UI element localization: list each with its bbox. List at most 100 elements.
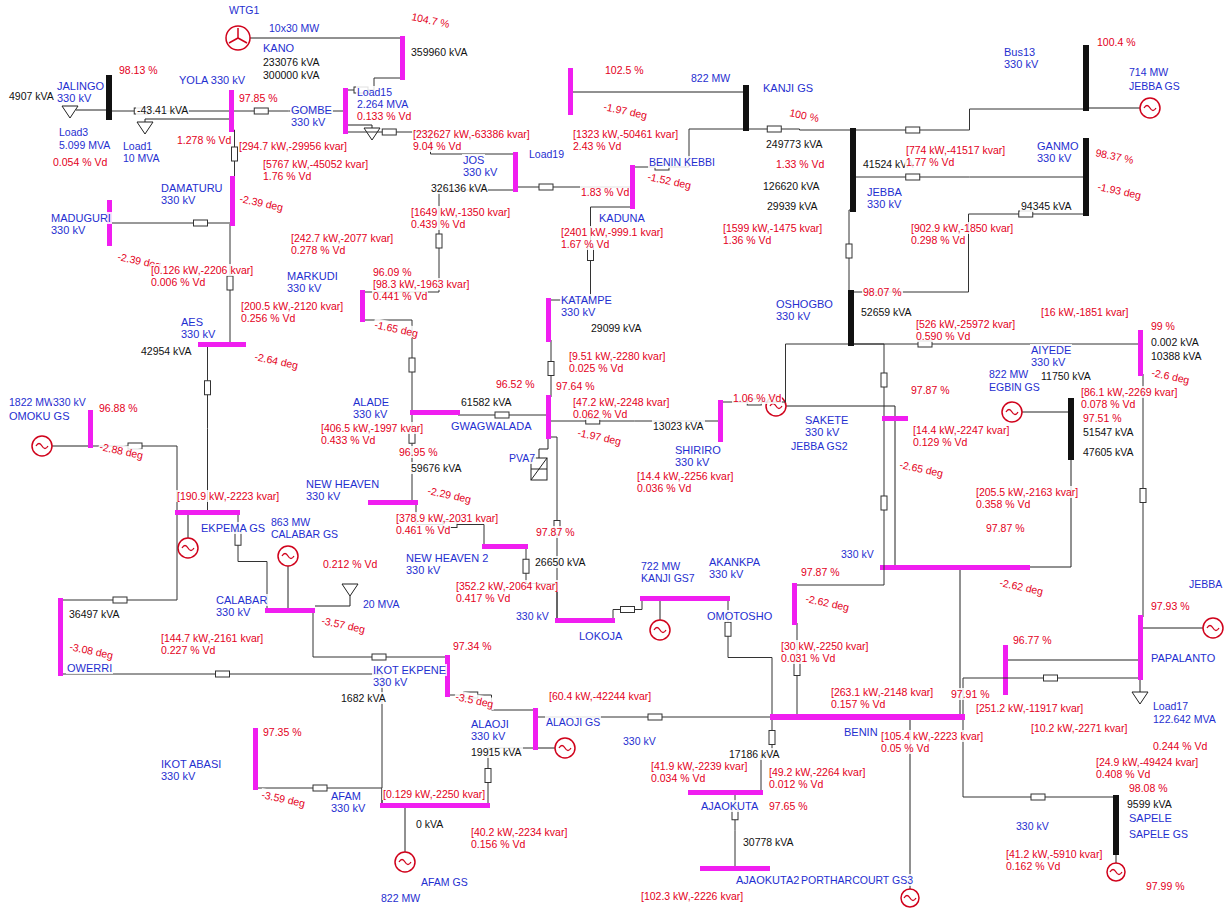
flow-label: 0.212 % Vd — [322, 558, 378, 570]
flow-label: -2.64 deg — [253, 350, 301, 371]
bus-name: OMOTOSHO — [706, 610, 773, 622]
flow-label: [40.2 kW,-2234 kvar] — [470, 826, 568, 838]
bus-name: 330 kV — [1030, 356, 1066, 368]
flow-label: 97.64 % — [555, 380, 596, 392]
transmission-line-group — [856, 174, 1083, 180]
bus-bar: Bus13330 kV — [1083, 45, 1089, 111]
load-lead — [315, 596, 350, 606]
flow-label: 98.07 % — [862, 286, 903, 298]
transmission-line-group — [227, 224, 233, 342]
bus-name: 330 kV — [560, 306, 596, 318]
flow-label: [205.5 kW,-2163 kvar] — [975, 486, 1079, 498]
load-triangle — [137, 122, 153, 134]
bus-bar: OWERRI — [58, 598, 63, 676]
flow-label: JEBBA — [1188, 578, 1223, 590]
flow-label: -1.97 deg — [602, 100, 650, 121]
flow-label: 1.76 % Vd — [262, 170, 312, 182]
flow-label: 300000 kVA — [262, 69, 320, 81]
flow-label: 94345 kVA — [1020, 200, 1073, 212]
sine-mark — [399, 860, 411, 865]
bus-bar: IKOT ABASI330 kV — [253, 728, 258, 790]
pv-lead — [539, 439, 548, 458]
bus-name: BENIN — [843, 726, 879, 738]
flow-label: 9599 kVA — [1126, 798, 1173, 810]
flow-label: 1.77 % Vd — [905, 156, 955, 168]
flow-label: 0.129 % Vd — [912, 436, 968, 448]
bus-name: GWAGWALADA — [450, 420, 532, 432]
bus-name: 330 kV — [708, 568, 744, 580]
line-impedance — [648, 714, 662, 720]
bus-name: EKPEMA GS — [200, 522, 266, 534]
flow-label: -2.88 deg — [98, 440, 146, 461]
transmission-line-group — [63, 515, 177, 603]
line-wire — [1030, 460, 1071, 567]
flow-label: 13023 kVA — [652, 420, 705, 432]
flow-label: -3.57 deg — [320, 614, 368, 635]
line-impedance — [409, 358, 415, 372]
flow-label: [14.4 kW,-2247 kvar] — [912, 424, 1010, 436]
sine-mark — [770, 404, 782, 409]
flow-label: [5767 kW,-45052 kvar] — [262, 158, 369, 170]
bus-bar: AES330 kV — [198, 342, 246, 347]
flow-label: 126620 kVA — [762, 180, 820, 192]
generator-symbol — [1140, 98, 1160, 118]
flow-label: 0.156 % Vd — [470, 838, 526, 850]
flow-label: 0.278 % Vd — [290, 244, 346, 256]
bus-name: YOLA 330 kV — [178, 74, 246, 86]
generator-symbols — [32, 98, 1223, 907]
bus-name: SAPELE — [1128, 812, 1173, 824]
transmission-line-group — [854, 211, 1083, 292]
bus-name: KADUNA — [598, 212, 646, 224]
sine-mark — [36, 444, 48, 449]
load-triangle — [62, 106, 78, 118]
flow-label: 96.09 % — [372, 266, 413, 278]
bus-bar: ALAOJI330 kV — [533, 708, 538, 750]
generator-waves — [36, 106, 1219, 901]
flow-label: [60.4 kW,-42244 kvar] — [548, 690, 652, 702]
flow-label: 20 MVA — [362, 598, 401, 610]
line-impedance — [205, 381, 211, 395]
sine-mark — [654, 628, 666, 633]
bus-name: JOS — [462, 154, 485, 166]
generator-symbol — [650, 620, 670, 640]
generator-symbol — [555, 738, 575, 758]
flow-label: [200.5 kW,-2120 kvar] — [240, 300, 344, 312]
flow-label: 10x30 MW — [268, 22, 320, 34]
flow-label: 9.04 % Vd — [412, 140, 462, 152]
flow-label: [16 kW,-1851 kvar] — [1040, 306, 1130, 318]
flow-label: 97.87 % — [535, 526, 576, 538]
transmission-line-group — [232, 130, 238, 178]
flow-label: 0.062 % Vd — [572, 408, 628, 420]
flow-label: [98.3 kW,-1963 kvar] — [372, 278, 470, 290]
flow-label: 100 % — [788, 106, 822, 124]
line-impedance — [881, 373, 887, 387]
bus-bar: GOMBE330 kV — [343, 88, 348, 134]
load-triangle — [342, 584, 358, 596]
flow-label: 96.88 % — [98, 402, 139, 414]
generator-symbol — [395, 852, 415, 872]
flow-label: -2.6 deg — [1150, 366, 1192, 386]
flow-label: 97.85 % — [238, 92, 279, 104]
flow-label: AFAM GS — [420, 876, 469, 888]
bus-name: CALABAR — [215, 594, 268, 606]
generator-leads — [52, 38, 1203, 889]
flow-label: 52659 kVA — [860, 306, 913, 318]
generator-symbol — [1107, 863, 1125, 881]
line-impedance — [539, 184, 553, 190]
flow-label: 47605 kVA — [1082, 446, 1135, 458]
flow-label: [41.9 kW,-2239 kvar] — [650, 760, 748, 772]
bus-name: 330 kV — [804, 426, 840, 438]
flow-label: 822 MW — [690, 72, 731, 84]
bus-bar: CALABAR330 kV — [265, 608, 315, 613]
transmission-line — [854, 344, 1138, 345]
flow-label: 0.012 % Vd — [768, 778, 824, 790]
flow-label: [294.7 kW,-29956 kvar] — [238, 140, 348, 152]
bus-name: 330 kV — [290, 116, 326, 128]
sine-mark — [904, 896, 916, 901]
flow-label: JEBBA GS2 — [790, 440, 849, 452]
bus-name: PAPALANTO — [1150, 652, 1216, 664]
transmission-line-group — [205, 347, 211, 510]
flow-label: [251.2 kW,-11917 kvar] — [975, 702, 1084, 714]
flow-label: 1.36 % Vd — [722, 234, 772, 246]
bus-name: KANO — [262, 42, 295, 54]
